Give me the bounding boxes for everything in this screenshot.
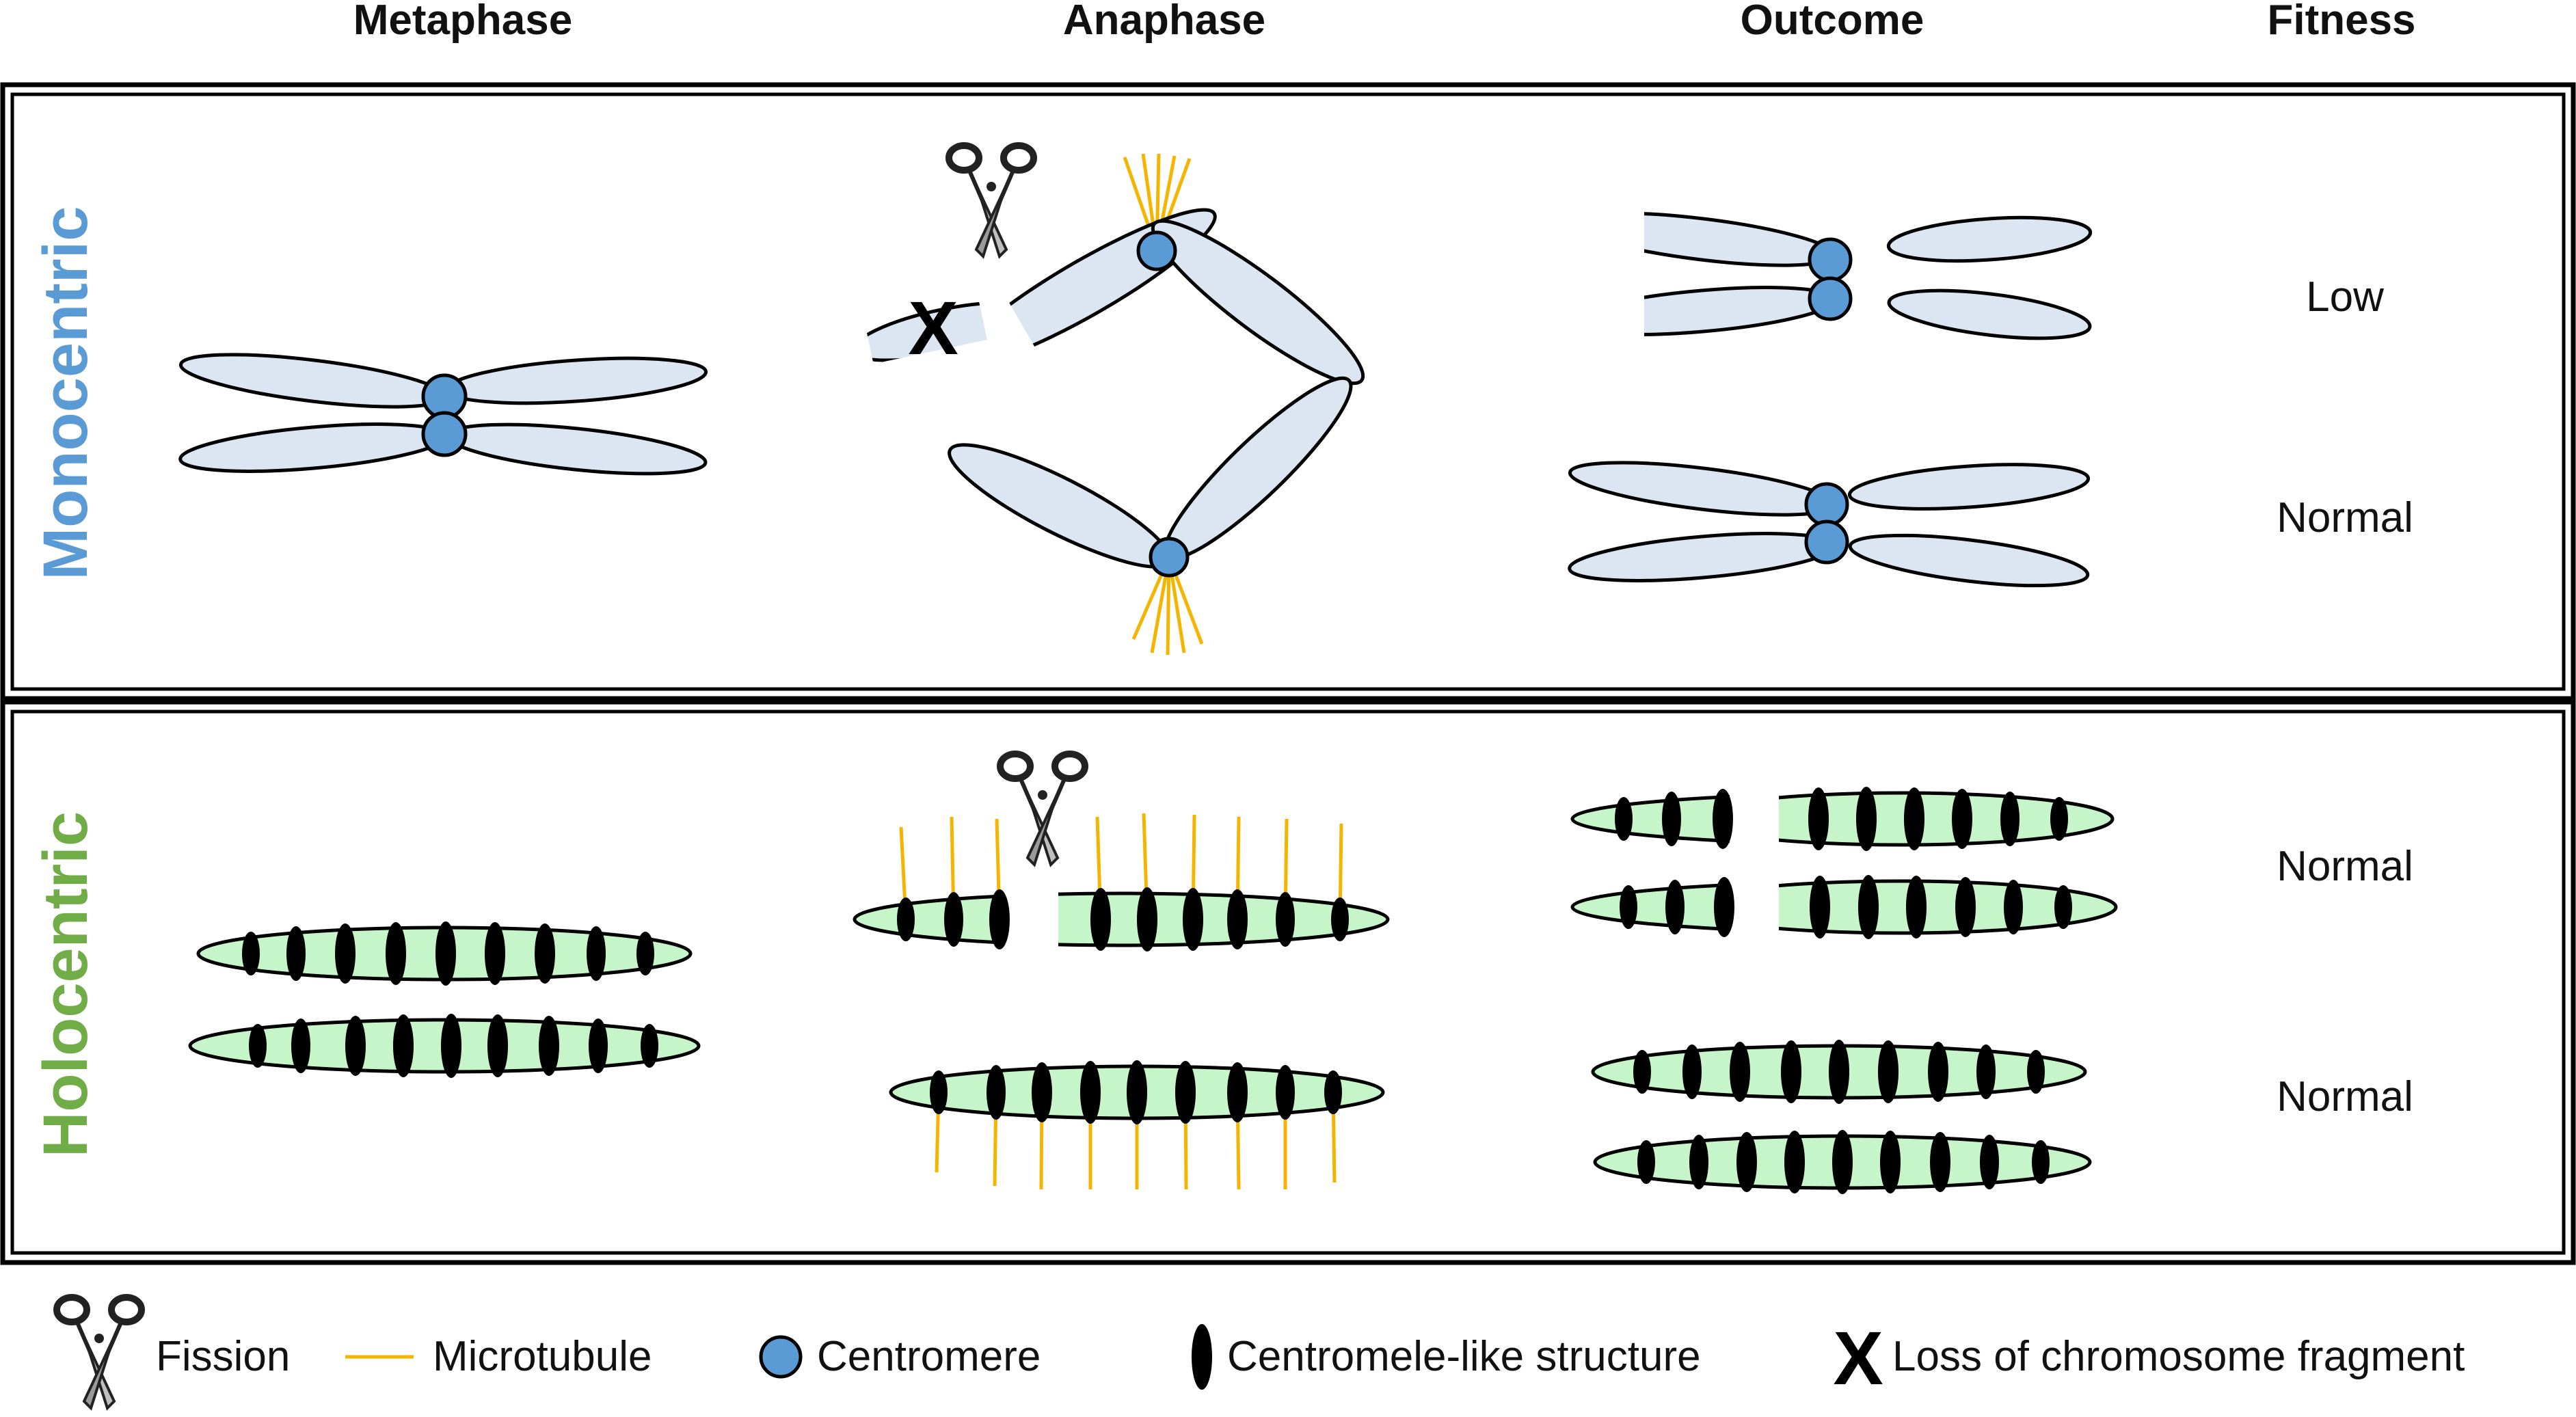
- fitness-holo-fission: Normal: [2277, 843, 2413, 890]
- legend-loss-label: Loss of chromosome fragment: [1892, 1333, 2465, 1380]
- monocentric-metaphase-chromosome: [178, 353, 708, 476]
- holocentric-anaphase-lower: [889, 1060, 1385, 1190]
- loss-x-marker: X: [908, 286, 958, 370]
- monocentric-anaphase-lower: [948, 376, 1353, 656]
- centromere-like-icon: [1192, 1324, 1212, 1390]
- monocentric-anaphase-upper: X: [857, 153, 1365, 386]
- fitness-mono-fission: Low: [2306, 273, 2384, 321]
- row-label-monocentric: Monocentric: [31, 206, 100, 580]
- row-label-holocentric: Holocentric: [31, 811, 100, 1157]
- monocentric-outcome-truncated: [1644, 211, 2093, 340]
- scissors-icon: [949, 146, 1034, 256]
- holocentric-anaphase-upper: [853, 813, 1390, 952]
- header-anaphase: Anaphase: [1063, 0, 1265, 44]
- holocentric-outcome-fission: [1570, 787, 2118, 939]
- scissors-icon: [1000, 754, 1085, 865]
- holocentric-metaphase-chromosome: [188, 921, 701, 1078]
- header-outcome: Outcome: [1741, 0, 1924, 44]
- holocentric-panel-frame: [0, 699, 2576, 1265]
- centromere-icon: [759, 1335, 803, 1379]
- legend-microtubule-label: Microtubule: [433, 1333, 652, 1380]
- legend-centromere-like-label: Centromele-like structure: [1227, 1333, 1701, 1380]
- fitness-holo-normal: Normal: [2277, 1073, 2413, 1120]
- legend-fission-label: Fission: [156, 1333, 290, 1380]
- header-fitness: Fitness: [2267, 0, 2415, 44]
- legend-centromere-label: Centromere: [817, 1333, 1041, 1380]
- monocentric-panel-frame: [0, 82, 2576, 701]
- header-metaphase: Metaphase: [353, 0, 572, 44]
- monocentric-outcome-normal: [1568, 461, 2091, 588]
- legend: Fission Microtubule Centromere Centromel…: [57, 1297, 2465, 1408]
- scissors-icon: [57, 1297, 142, 1408]
- holocentric-outcome-normal: [1591, 1040, 2092, 1194]
- loss-x-icon: X: [1833, 1317, 1883, 1401]
- fitness-mono-normal: Normal: [2277, 494, 2413, 541]
